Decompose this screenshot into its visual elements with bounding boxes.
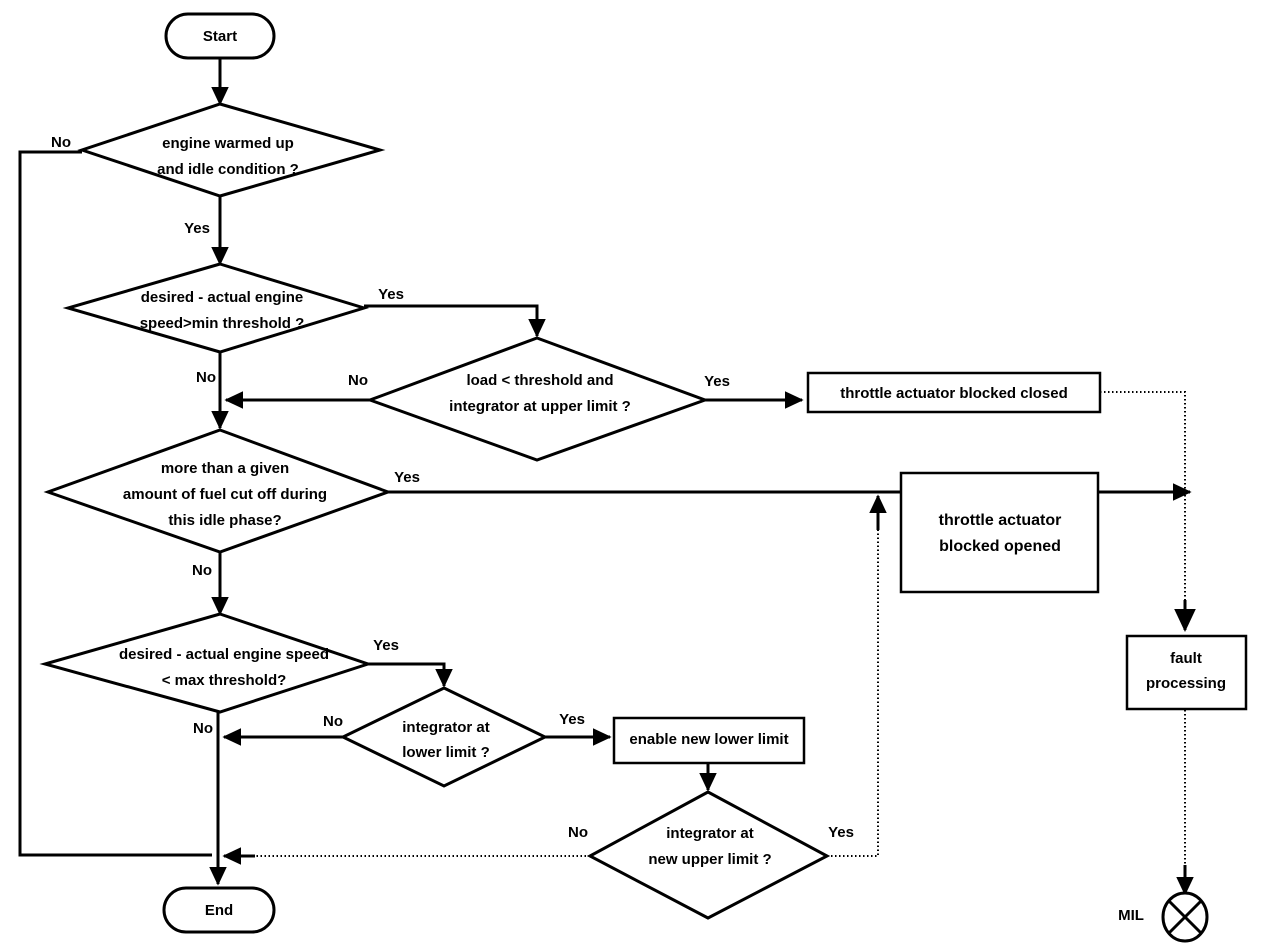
node-d6-line2: lower limit ? [402,744,490,761]
node-d4-line1: more than a given [161,460,289,477]
node-decision-integrator-lower-limit[interactable]: integrator at lower limit ? [339,686,549,788]
node-d3-line1: load < threshold and [466,372,613,389]
node-process-throttle-blocked-closed[interactable]: throttle actuator blocked closed [806,371,1102,414]
edge-p1-to-fault [1100,391,1186,626]
node-process-fault-processing[interactable]: fault processing [1125,634,1248,711]
edge-label-d4-no: No [192,562,212,579]
node-d7-line2: new upper limit ? [648,851,771,868]
node-start-label: Start [203,28,237,45]
edge-label-d1-no: No [51,134,71,151]
node-process-enable-new-lower-limit[interactable]: enable new lower limit [612,716,806,765]
edge-label-d3-yes: Yes [704,373,730,390]
edge-label-d2-no: No [196,369,216,386]
node-d4-line2: amount of fuel cut off during [123,486,327,503]
node-d5-line2: < max threshold? [162,672,287,689]
edge-d5-yes-to-d6 [368,662,453,688]
node-decision-fuel-cut-off[interactable]: more than a given amount of fuel cut off… [43,428,393,554]
node-p2-line2: blocked opened [939,538,1061,555]
node-p3-label: enable new lower limit [629,731,788,748]
node-mil-label: MIL [1118,907,1144,924]
node-p2-line1: throttle actuator [939,512,1062,529]
node-decision-integrator-new-upper-limit[interactable]: integrator at new upper limit ? [586,790,831,920]
node-d1-line2: and idle condition ? [157,161,299,178]
node-d1-line1: engine warmed up [162,135,294,152]
node-decision-load-threshold[interactable]: load < threshold and integrator at upper… [365,336,710,462]
node-end[interactable]: End [162,886,276,934]
node-decision-min-threshold[interactable]: desired - actual engine speed>min thresh… [62,262,370,354]
edge-label-d7-no: No [568,824,588,841]
node-p1-label: throttle actuator blocked closed [840,385,1068,402]
node-end-label: End [205,902,233,919]
node-d6-line1: integrator at [402,719,490,736]
edge-label-d1-yes: Yes [184,220,210,237]
mil-cross-line-2 [1167,899,1203,935]
edge-label-d3-no: No [348,372,368,389]
edge-label-d6-yes: Yes [559,711,585,728]
edge-label-d2-yes: Yes [378,286,404,303]
node-d2-line2: speed>min threshold ? [140,315,305,332]
node-d4-line3: this idle phase? [168,512,281,529]
node-decision-engine-warmed-up[interactable]: engine warmed up and idle condition ? [77,102,386,198]
node-d7-line1: integrator at [666,825,754,842]
node-d3-line2: integrator at upper limit ? [449,398,631,415]
node-process-throttle-blocked-opened[interactable]: throttle actuator blocked opened [899,471,1100,594]
edge-label-d5-yes: Yes [373,637,399,654]
node-mil-indicator[interactable]: MIL [1118,891,1209,943]
node-d2-line1: desired - actual engine [141,289,304,306]
edge-label-d6-no: No [323,713,343,730]
node-p4-line2: processing [1146,675,1226,692]
node-decision-max-threshold[interactable]: desired - actual engine speed < max thre… [39,612,373,714]
edge-label-d7-yes: Yes [828,824,854,841]
edge-d1-no-loop [18,150,212,857]
node-d5-line1: desired - actual engine speed [119,646,329,663]
node-start[interactable]: Start [164,12,276,60]
edge-d7-yes-loop [827,500,879,857]
node-p4-line1: fault [1170,650,1202,667]
edge-d2-yes-to-d3 [364,304,546,338]
edge-label-d5-no: No [193,720,213,737]
edge-label-d4-yes: Yes [394,469,420,486]
